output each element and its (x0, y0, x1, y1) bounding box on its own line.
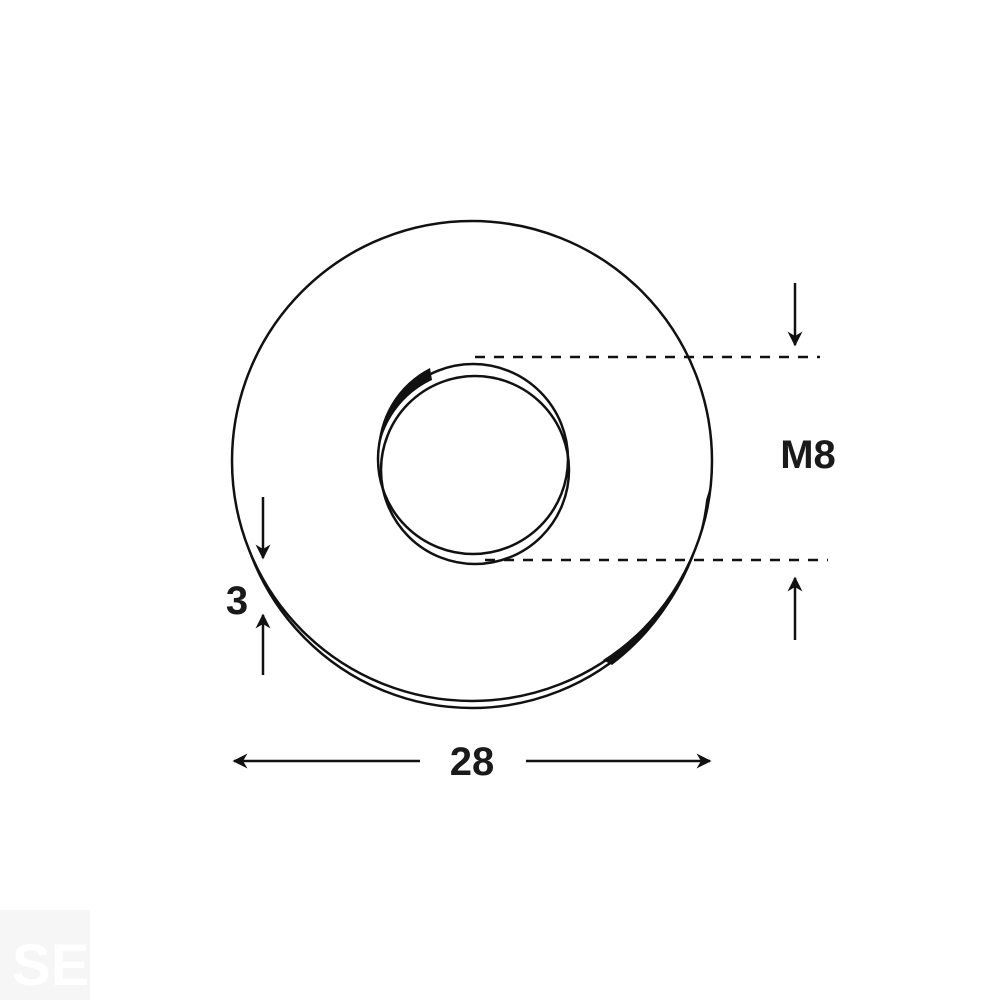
thread-size-label: M8 (780, 433, 836, 477)
thickness-label: 3 (226, 579, 248, 623)
hole-shading (377, 368, 432, 455)
thread-dimension (475, 283, 828, 640)
hole-front-edge (376, 362, 570, 556)
washer-outer-edge (230, 219, 714, 703)
hole-back-edge (379, 374, 571, 566)
washer (230, 219, 714, 710)
svg-text:SE: SE (12, 933, 89, 998)
outer-diameter-label: 28 (450, 740, 495, 784)
watermark-logo: SE (0, 910, 90, 1000)
